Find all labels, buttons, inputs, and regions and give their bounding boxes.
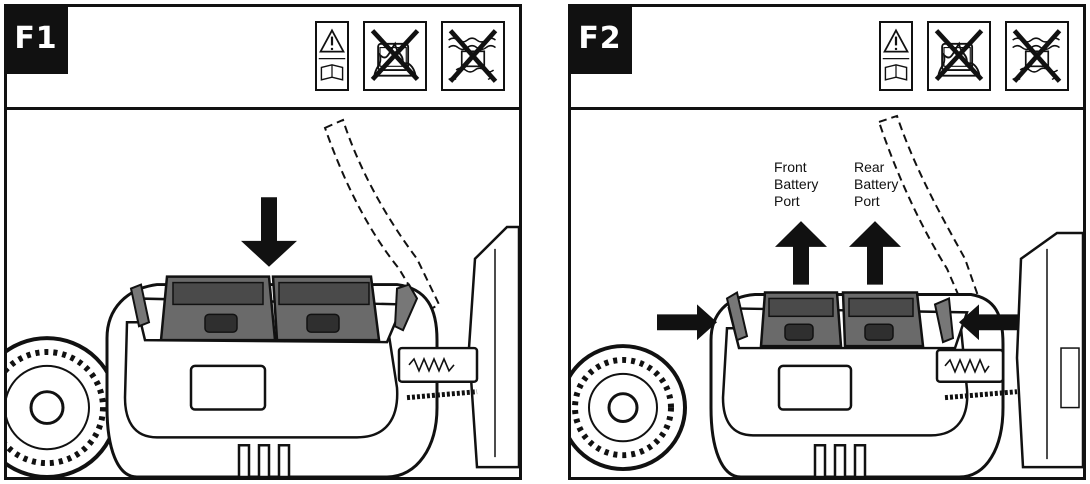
mower-handle — [877, 114, 983, 312]
figure-label: F2 — [568, 4, 632, 74]
front-battery-port-label: Front Battery Port — [774, 159, 819, 209]
right-latch-arrow — [959, 304, 1019, 341]
front-port-up-arrow — [775, 221, 827, 285]
left-latch — [129, 283, 151, 328]
warning-read-manual-icon — [879, 21, 913, 91]
rear-wheel — [7, 336, 119, 477]
height-adjuster — [935, 348, 1005, 384]
insert-arrow — [241, 197, 297, 267]
no-water-icon — [441, 21, 505, 91]
height-adjuster — [397, 346, 479, 384]
left-latch — [725, 290, 749, 342]
figure-panel-f1: F1 — [4, 4, 522, 480]
deck-label-plate — [189, 364, 267, 411]
figure-panel-f2: F2 — [568, 4, 1086, 480]
mower-handle — [323, 118, 441, 314]
no-fire-icon — [363, 21, 427, 91]
panel-header: F1 — [4, 4, 519, 110]
mower-illustration — [7, 110, 519, 477]
figure-label: F1 — [4, 4, 68, 74]
rear-port-up-arrow — [849, 221, 901, 285]
grass-bag — [467, 225, 519, 469]
rear-wheel — [571, 344, 687, 472]
panel-header: F2 — [568, 4, 1083, 110]
right-latch — [933, 297, 955, 344]
deck-label-plate — [777, 364, 853, 411]
battery-pack-rear — [271, 275, 381, 342]
grass-bag — [1015, 231, 1083, 469]
battery-pack-front — [759, 291, 843, 348]
right-latch — [393, 283, 419, 332]
mower-illustration — [571, 110, 1083, 477]
warning-read-manual-icon — [315, 21, 349, 91]
rear-battery-port-label: Rear Battery Port — [854, 159, 899, 209]
left-latch-arrow — [657, 304, 717, 341]
no-water-icon — [1005, 21, 1069, 91]
no-fire-icon — [927, 21, 991, 91]
safety-icons — [315, 21, 505, 91]
battery-pack-rear — [841, 291, 925, 348]
safety-icons — [879, 21, 1069, 91]
battery-pack-front — [159, 275, 277, 342]
